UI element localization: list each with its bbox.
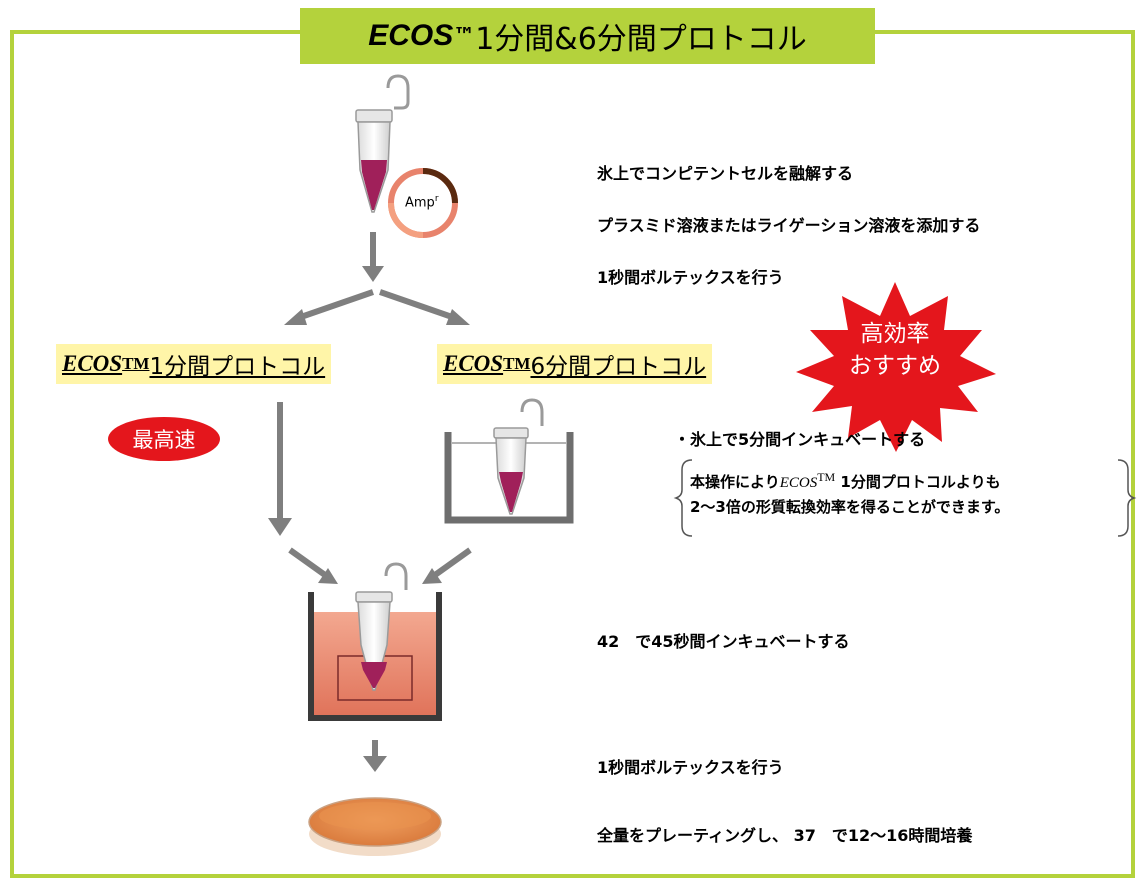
plasmid-icon	[388, 168, 458, 238]
left-down-arrow	[268, 402, 292, 536]
recommend-burst-text: 高効率 おすすめ	[830, 318, 960, 382]
step-heat: 42 で45秒間インキュベートする	[597, 632, 850, 651]
converge-arrows	[288, 547, 472, 584]
step-vortex2: 1秒間ボルテックスを行う	[597, 758, 784, 777]
protocol-6min-rest: 6分間プロトコル	[530, 354, 707, 380]
protocol-6min-tm: TM	[503, 354, 531, 373]
note-line1-pre: 本操作により	[690, 473, 780, 491]
step-add: プラスミド溶液またはライゲーション溶液を添加する	[597, 216, 981, 235]
split-arrows	[284, 232, 470, 325]
plate-down-arrow	[363, 740, 387, 772]
plasmid-label-text: Amp	[405, 195, 435, 211]
tube-top-icon	[355, 74, 410, 213]
step-plate: 全量をプレーティングし、 37 で12～16時間培養	[597, 826, 973, 845]
title-tm: ™	[453, 23, 476, 49]
protocol-1min-brand: ECOS	[62, 351, 123, 376]
note-line1-brand: ECOS	[779, 475, 818, 491]
note-line1: 本操作によりECOSTM 1分間プロトコルよりも	[690, 465, 1009, 495]
protocol-6min-brand: ECOS	[443, 351, 504, 376]
fastest-badge: 最高速	[108, 417, 220, 461]
protocol-1min-tm: TM	[122, 354, 150, 373]
ice-bath-icon	[444, 398, 574, 524]
plasmid-label: Ampr	[405, 194, 439, 210]
water-bath-icon	[308, 562, 442, 721]
plasmid-label-sup: r	[434, 194, 439, 204]
note-line2: 2～3倍の形質転換効率を得ることができます。	[690, 498, 1010, 516]
step-vortex1: 1秒間ボルテックスを行う	[597, 268, 784, 287]
note-right-brace	[1117, 459, 1137, 537]
title-rest: 1分間&6分間プロトコル	[475, 22, 807, 57]
title-brand: ECOS	[368, 19, 454, 52]
petri-dish-icon	[308, 797, 442, 856]
note-line1-post: 1分間プロトコルよりも	[835, 473, 1001, 491]
efficiency-note: 本操作によりECOSTM 1分間プロトコルよりも 2～3倍の形質転換効率を得るこ…	[690, 465, 1009, 519]
note-left-brace	[673, 459, 693, 537]
note-line1-tm: TM	[817, 470, 836, 484]
protocol-1min-rest: 1分間プロトコル	[149, 354, 326, 380]
burst-line1: 高効率	[860, 321, 930, 347]
step-thaw: 氷上でコンピテントセルを融解する	[597, 164, 854, 183]
burst-line2: おすすめ	[849, 353, 941, 379]
step-incubate-ice: ・氷上で5分間インキュベートする	[674, 430, 926, 449]
recommend-burst-icon	[796, 282, 996, 452]
